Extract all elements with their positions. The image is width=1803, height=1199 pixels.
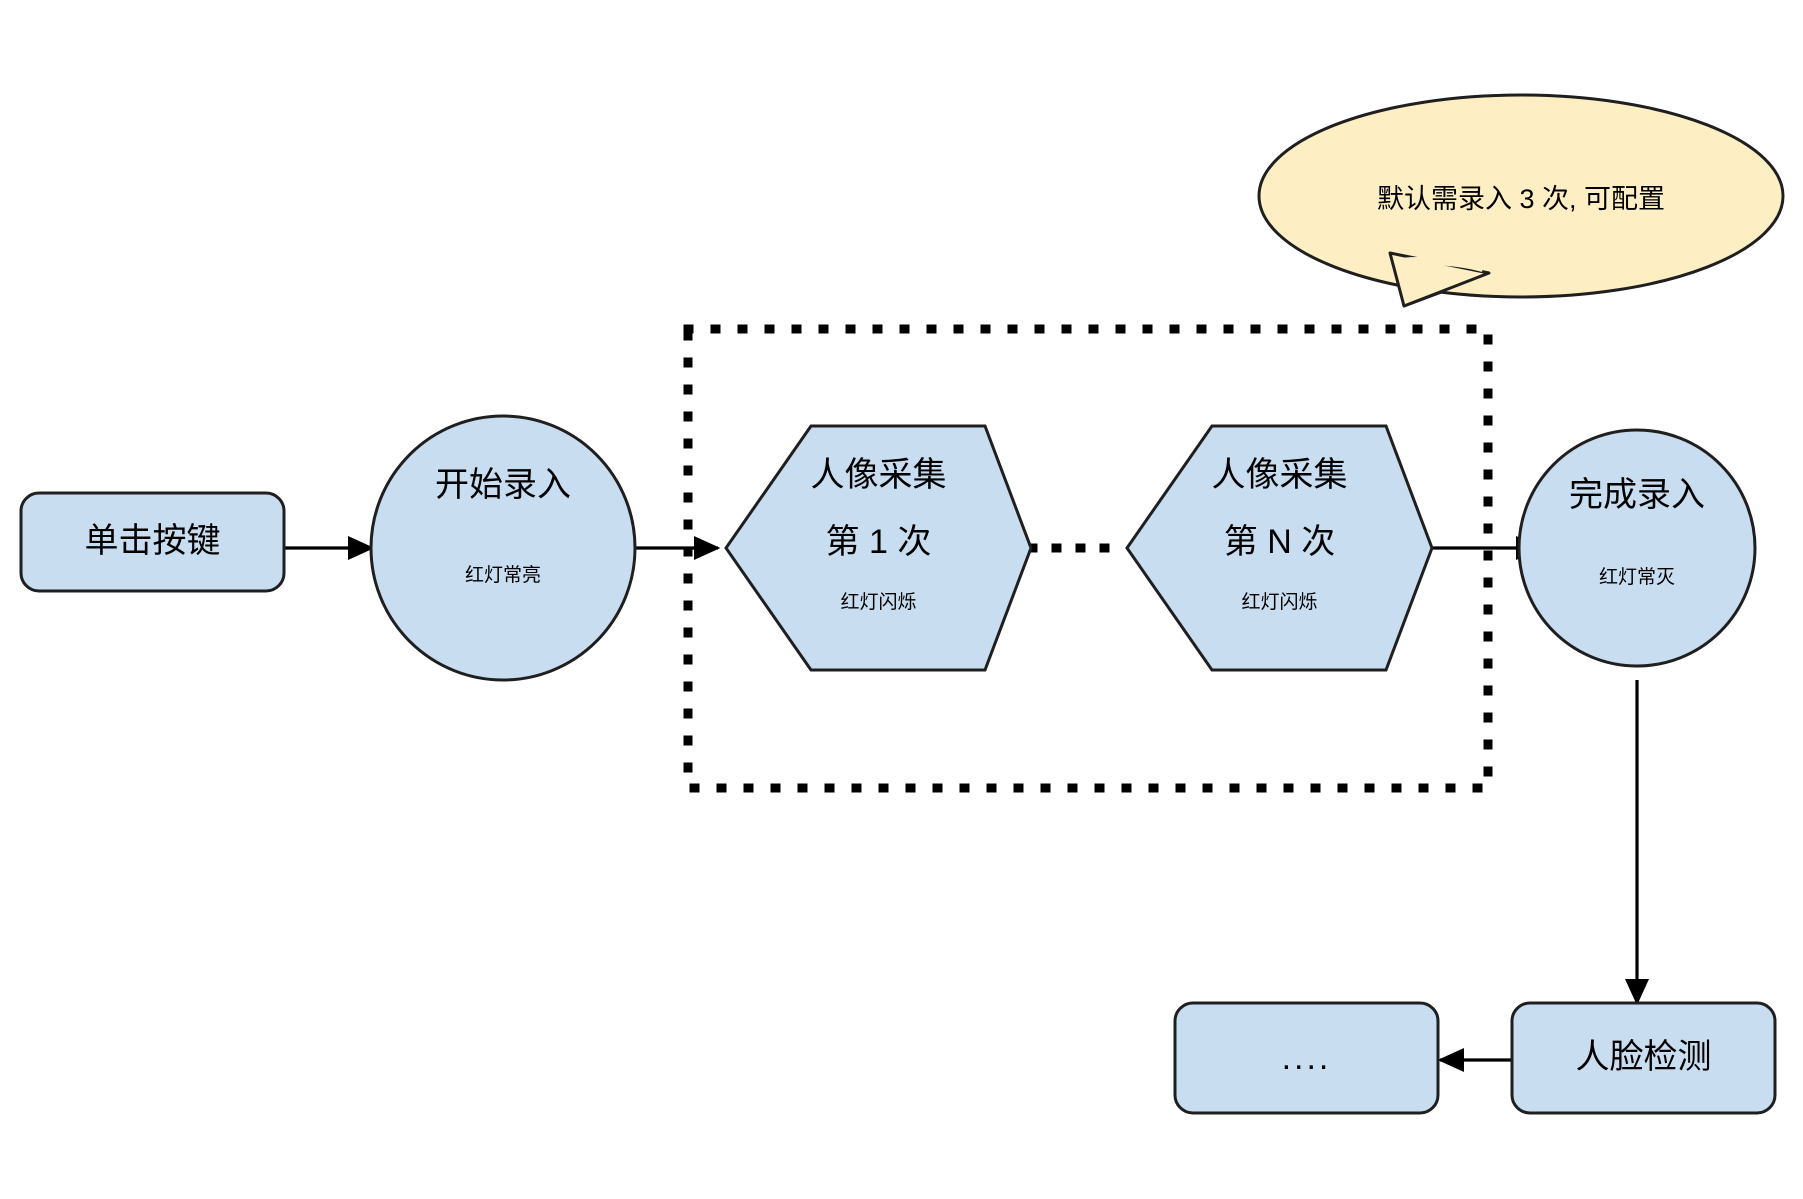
- callout-bubble-shape[interactable]: [1257, 93, 1785, 299]
- callout-tail-seam-cover: [1397, 256, 1485, 272]
- node-finish-enroll-shape[interactable]: [1517, 428, 1757, 668]
- capture-loop-group-border: [683, 324, 1493, 793]
- node-click-button-shape[interactable]: [19, 491, 286, 593]
- node-face-detect-shape[interactable]: [1510, 1001, 1777, 1115]
- node-more-steps-shape[interactable]: [1173, 1001, 1440, 1115]
- node-start-enroll-shape[interactable]: [369, 414, 637, 682]
- node-capture-first-shape[interactable]: [724, 424, 1033, 672]
- node-capture-nth-shape[interactable]: [1125, 424, 1434, 672]
